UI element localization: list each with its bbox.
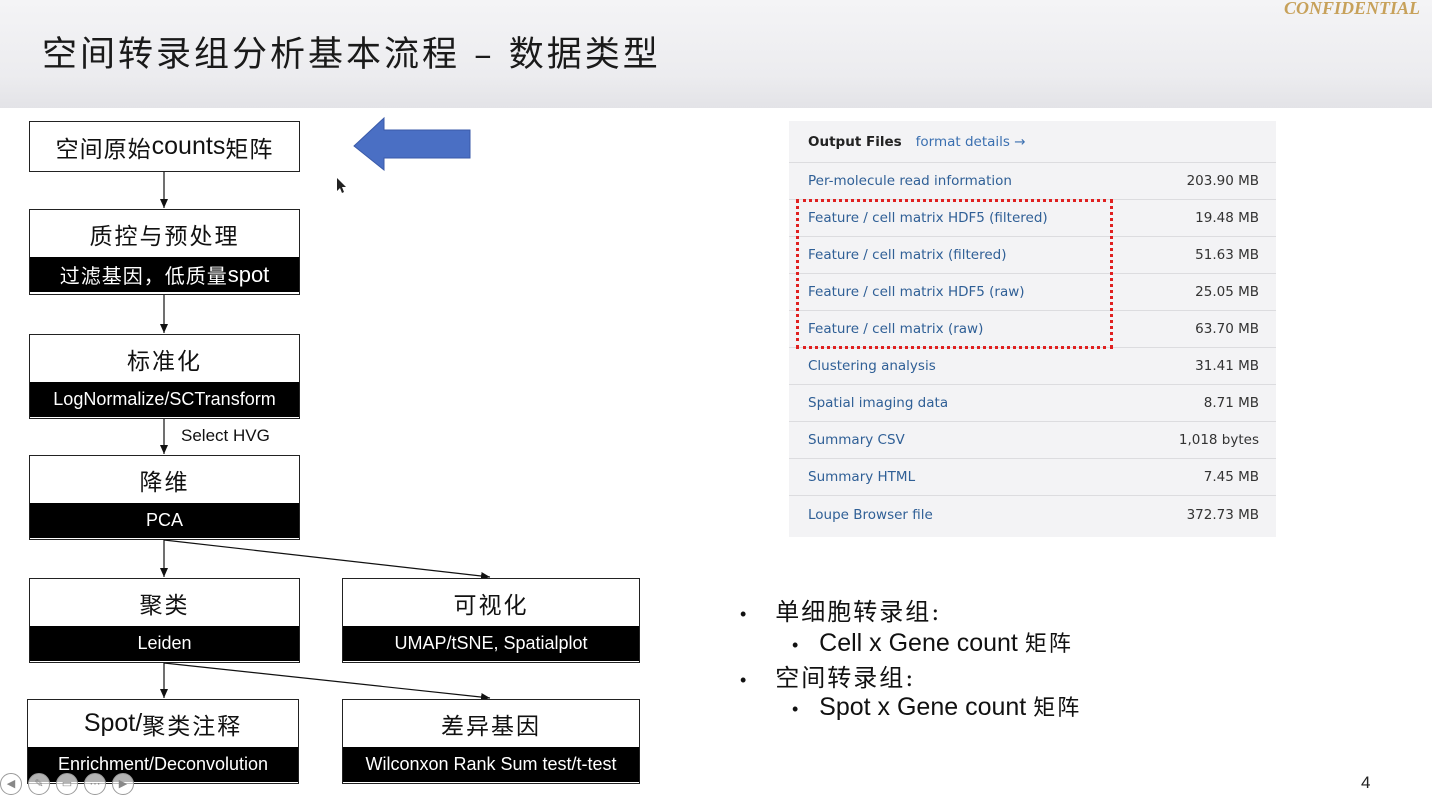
bullet-st-sub: • Spot x Gene count 矩阵 [792, 693, 1082, 721]
reduce-detail: PCA [30, 503, 299, 538]
output-files-table: Output Files format details → Per-molecu… [789, 121, 1276, 537]
de-box: 差异基因 Wilconxon Rank Sum test/t-test [342, 699, 640, 784]
file-row: Feature / cell matrix HDF5 (filtered) 19.… [789, 200, 1276, 237]
file-name-link[interactable]: Loupe Browser file [808, 506, 933, 523]
visualize-title: 可视化 [453, 592, 529, 619]
normalize-detail: LogNormalize/SCTransform [30, 382, 299, 417]
slides-icon[interactable]: ▭ [56, 772, 78, 795]
cluster-detail: Leiden [30, 626, 299, 661]
file-name-link[interactable]: Summary HTML [808, 469, 916, 485]
more-icon[interactable]: ⋯ [84, 772, 106, 795]
file-name-link[interactable]: Summary CSV [808, 432, 905, 448]
left-arrow-icon[interactable]: ◀ [0, 772, 22, 795]
file-size: 19.48 MB [1195, 210, 1259, 226]
file-name-link[interactable]: Feature / cell matrix HDF5 (filtered) [808, 210, 1048, 226]
mouse-cursor-icon [337, 178, 346, 193]
annotate-title: Spot/聚类注释 [83, 709, 243, 740]
qc-title: 质控与预处理 [89, 223, 240, 250]
format-details-link[interactable]: format details → [915, 133, 1026, 150]
bullet-sc: • 单细胞转录组: [740, 598, 942, 626]
confidential-watermark: CONFIDENTIAL [1283, 0, 1420, 18]
output-files-title: Output Files [808, 133, 902, 150]
file-size: 63.70 MB [1195, 321, 1259, 337]
select-hvg-label: Select HVG [181, 426, 270, 445]
file-row: Clustering analysis 31.41 MB [789, 348, 1276, 385]
file-size: 1,018 bytes [1178, 432, 1259, 448]
slideshow-toolbar: ◀ ✎ ▭ ⋯ ▶ [0, 772, 134, 795]
file-row: Feature / cell matrix (filtered) 51.63 MB [789, 237, 1276, 274]
reduce-title: 降维 [139, 469, 190, 496]
reduce-box: 降维 PCA [29, 455, 300, 540]
file-name-link[interactable]: Feature / cell matrix (filtered) [808, 247, 1007, 263]
file-name-link[interactable]: Feature / cell matrix HDF5 (raw) [808, 284, 1025, 300]
normalize-box: 标准化 LogNormalize/SCTransform [29, 334, 300, 419]
file-row: Spatial imaging data 8.71 MB [789, 385, 1276, 422]
file-size: 203.90 MB [1186, 173, 1259, 189]
file-name-link[interactable]: Per-molecule read information [808, 173, 1012, 189]
annotate-box: Spot/聚类注释 Enrichment/Deconvolution [27, 699, 299, 784]
pen-icon[interactable]: ✎ [28, 772, 50, 795]
file-name-link[interactable]: Spatial imaging data [808, 395, 949, 411]
file-row: Per-molecule read information 203.90 MB [789, 163, 1276, 200]
visualize-detail: UMAP/tSNE, Spatialplot [343, 626, 639, 661]
file-size: 25.05 MB [1195, 284, 1259, 300]
file-row: Summary CSV 1,018 bytes [789, 422, 1276, 459]
de-detail: Wilconxon Rank Sum test/t-test [343, 747, 639, 782]
right-arrow-icon[interactable]: ▶ [112, 772, 134, 795]
normalize-title: 标准化 [127, 348, 202, 375]
cluster-title: 聚类 [139, 592, 190, 619]
file-size: 31.41 MB [1195, 358, 1259, 374]
output-files-header: Output Files format details → [789, 121, 1276, 163]
highlight-box [796, 199, 1113, 349]
cluster-box: 聚类 Leiden [29, 578, 300, 663]
bullet-sc-sub: • Cell x Gene count 矩阵 [792, 629, 1073, 657]
file-size: 372.73 MB [1186, 506, 1259, 523]
file-row: Loupe Browser file 372.73 MB [789, 496, 1276, 533]
file-size: 7.45 MB [1203, 469, 1259, 485]
de-title: 差异基因 [441, 713, 541, 740]
file-name-link[interactable]: Feature / cell matrix (raw) [808, 321, 984, 337]
slide-header: 空间转录组分析基本流程 – 数据类型 [0, 0, 1432, 108]
file-row: Feature / cell matrix HDF5 (raw) 25.05 MB [789, 274, 1276, 311]
file-size: 51.63 MB [1195, 247, 1259, 263]
file-name-link[interactable]: Clustering analysis [808, 358, 936, 374]
pointer-arrow-icon [353, 116, 471, 172]
page-number: 4 [1361, 773, 1371, 792]
file-row: Summary HTML 7.45 MB [789, 459, 1276, 496]
visualize-box: 可视化 UMAP/tSNE, Spatialplot [342, 578, 640, 663]
file-size: 8.71 MB [1203, 395, 1259, 411]
bullet-st: • 空间转录组: [740, 664, 916, 692]
slide-title: 空间转录组分析基本流程 – 数据类型 [42, 35, 661, 75]
